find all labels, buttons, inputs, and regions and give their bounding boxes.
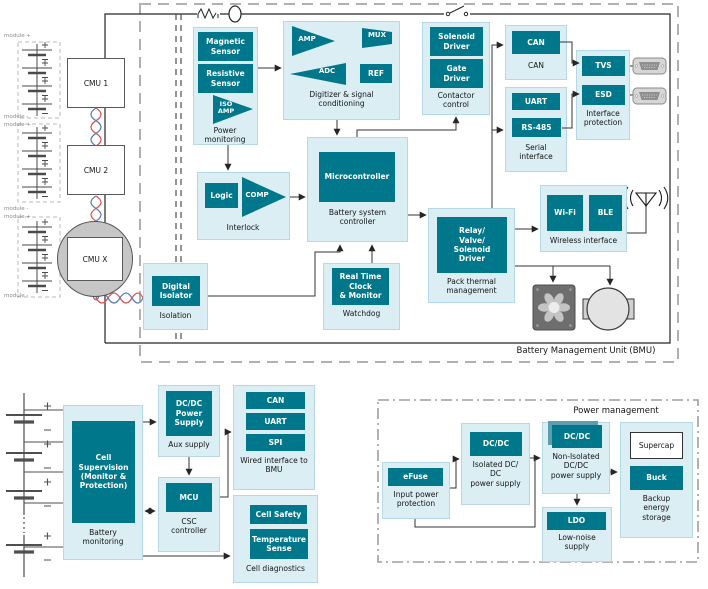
wired-interface-label: Wired interface to BMU	[240, 456, 308, 475]
mcu-chip: MCU	[166, 483, 212, 512]
battery-monitoring-label: Battery monitoring	[82, 528, 124, 547]
logic-chip: Logic	[205, 183, 238, 208]
module-label: module -	[4, 293, 29, 299]
esd-chip: ESD	[582, 85, 625, 105]
battery-system-controller-label: Battery system controller	[328, 208, 387, 227]
ldo-chip: LDO	[547, 512, 606, 530]
bmu-dashed-border	[139, 3, 679, 363]
module-label: module -	[4, 114, 29, 120]
signal-wires	[143, 41, 647, 560]
backup-storage-label: Backup energy storage	[642, 494, 671, 522]
watchdog-label: Watchdog	[342, 309, 381, 318]
wireless-interface-label: Wireless interface	[549, 236, 618, 245]
gate-driver-chip: Gate Driver	[430, 59, 483, 88]
iso-amp-triangle	[213, 95, 253, 124]
non-isolated-dcdc-label: Non-Isolated DC/DC power supply	[550, 452, 602, 480]
efuse-label: Input power protection	[393, 490, 439, 509]
power-monitoring-label: Power monitoring	[204, 126, 246, 145]
bmu-caption: Battery Management Unit (BMU)	[516, 346, 656, 356]
iso-amp-label: ISO AMP	[217, 100, 235, 116]
aux-supply-label: Aux supply	[168, 440, 210, 449]
module-label: module -	[4, 206, 29, 212]
adc-label: ADC	[318, 67, 336, 75]
module-label: module +	[4, 122, 31, 128]
solenoid-driver-chip: Solenoid Driver	[430, 27, 483, 56]
interface-protection-label: Interface protection	[583, 109, 623, 128]
uart-chip: UART	[512, 93, 560, 110]
cmu2-box: CMU 2	[67, 145, 125, 195]
relay-valve-solenoid-chip: Relay/ Valve/ Solenoid Driver	[437, 217, 507, 273]
csc-battery	[6, 393, 63, 577]
cell-diagnostics-label: Cell diagnostics	[246, 564, 305, 573]
contactor-control-label: Contactor control	[437, 91, 475, 110]
can-chip: CAN	[512, 31, 560, 54]
non-isolated-dcdc-chip: DC/DC	[552, 425, 602, 448]
power-management-title: Power management	[573, 406, 659, 416]
isolated-dcdc-label: Isolated DC/ DC power supply	[470, 460, 521, 488]
magnetic-sensor-chip: Magnetic Sensor	[198, 32, 253, 61]
mux-trapezoid	[362, 28, 392, 48]
contactor-switch-icon	[444, 5, 470, 17]
comp-label: COMP	[245, 191, 269, 199]
isolation-label: Isolation	[159, 311, 192, 320]
cmu1-box: CMU 1	[67, 58, 125, 108]
rtc-chip: Real Time Clock & Monitor	[332, 268, 389, 305]
pump-icon	[582, 287, 635, 331]
efuse-chip: eFuse	[388, 468, 443, 486]
tvs-chip: TVS	[582, 56, 625, 76]
power-rail	[104, 13, 671, 344]
cmux-box: CMU X	[67, 237, 123, 281]
cell-safety-chip: Cell Safety	[250, 505, 307, 524]
digital-isolator-chip: Digital Isolator	[152, 276, 200, 306]
csc-spi-chip: SPI	[246, 434, 305, 451]
microcontroller-chip: Microcontroller	[319, 152, 395, 202]
rs485-chip: RS-485	[512, 118, 561, 137]
ble-chip: BLE	[589, 195, 622, 231]
module-dashed-boxes	[17, 41, 61, 298]
supercap-box: Supercap	[630, 432, 683, 459]
csc-uart-chip: UART	[246, 413, 305, 430]
fan-icon	[532, 284, 576, 331]
serial-interface-label: Serial interface	[519, 143, 553, 162]
power-management-border	[377, 399, 699, 563]
temperature-sense-chip: Temperature Sense	[250, 529, 308, 559]
ldo-label: Low-noise supply	[558, 533, 596, 552]
ref-chip: REF	[360, 64, 392, 83]
module-label: module +	[4, 214, 31, 220]
comp-triangle	[242, 177, 286, 217]
cell-supervision-chip: Cell Supervision (Monitor & Protection)	[72, 421, 135, 523]
shunt-resistor-icon	[197, 7, 220, 20]
adc-triangle	[290, 63, 346, 85]
can-label: CAN	[528, 61, 544, 70]
pack-thermal-label: Pack thermal management	[446, 277, 497, 296]
current-sensor-icon	[228, 5, 242, 23]
db9-connector-icon	[632, 57, 667, 105]
mux-label: MUX	[367, 31, 387, 39]
module-label: module +	[4, 33, 31, 39]
buck-chip: Buck	[630, 466, 683, 490]
dcdc-power-supply-chip: DC/DC Power Supply	[166, 391, 212, 436]
csc-controller-label: CSC controller	[171, 517, 207, 536]
wifi-chip: Wi-Fi	[547, 195, 583, 231]
resistive-sensor-chip: Resistive Sensor	[198, 64, 253, 93]
digitizer-label: Digitizer & signal conditioning	[309, 90, 374, 109]
interlock-label: Interlock	[226, 223, 260, 232]
isolated-dcdc-chip: DC/DC	[470, 432, 522, 456]
amp-label: AMP	[298, 35, 316, 43]
amp-triangle	[292, 26, 335, 56]
csc-can-chip: CAN	[246, 392, 305, 409]
